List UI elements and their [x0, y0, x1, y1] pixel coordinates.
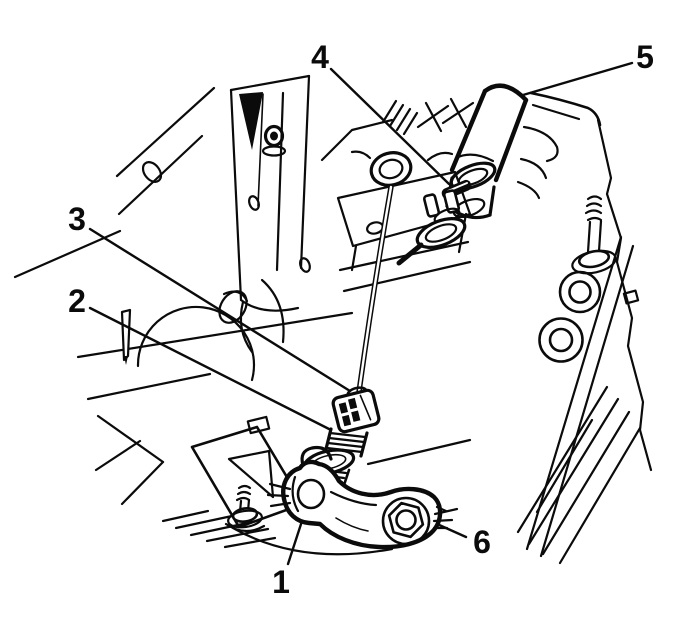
callout-label-5: 5 — [636, 39, 654, 75]
callout-label-2: 2 — [68, 283, 86, 319]
lower-left-structure — [94, 414, 472, 556]
motion-lines — [266, 482, 459, 530]
shift-cable-rod — [356, 184, 424, 395]
boss-lower — [538, 317, 584, 363]
callout-5-leader — [521, 61, 634, 97]
lever-boss — [381, 496, 431, 546]
lever-socket-hole — [296, 478, 326, 510]
callout-1-leader — [286, 519, 304, 566]
callout-label-3: 3 — [68, 201, 86, 237]
surface-hatch-marks — [381, 97, 475, 136]
callout-label-6: 6 — [473, 524, 491, 560]
flange-notch — [239, 92, 263, 150]
case-right-side — [516, 118, 653, 565]
bell-housing-flange — [229, 74, 311, 312]
lever-nut-part-6 — [387, 501, 425, 539]
cylinder-cap — [482, 83, 529, 103]
callout-2-leader — [88, 306, 333, 432]
callout-leaders — [88, 61, 634, 566]
case-right-edge — [596, 118, 653, 472]
cable-end-fitting — [415, 189, 467, 249]
case-top-right-corner — [516, 91, 602, 200]
dowel-pin — [120, 308, 132, 362]
callout-6-leader — [435, 522, 468, 539]
callout-4-leader — [329, 67, 451, 186]
callout-3-leader — [88, 227, 352, 393]
selector-lever — [266, 445, 459, 550]
threaded-stud — [584, 195, 603, 222]
boss-upper — [558, 270, 602, 314]
callout-label-4: 4 — [311, 39, 329, 75]
callout-label-1: 1 — [272, 564, 290, 600]
case-center-arcs — [120, 278, 285, 382]
